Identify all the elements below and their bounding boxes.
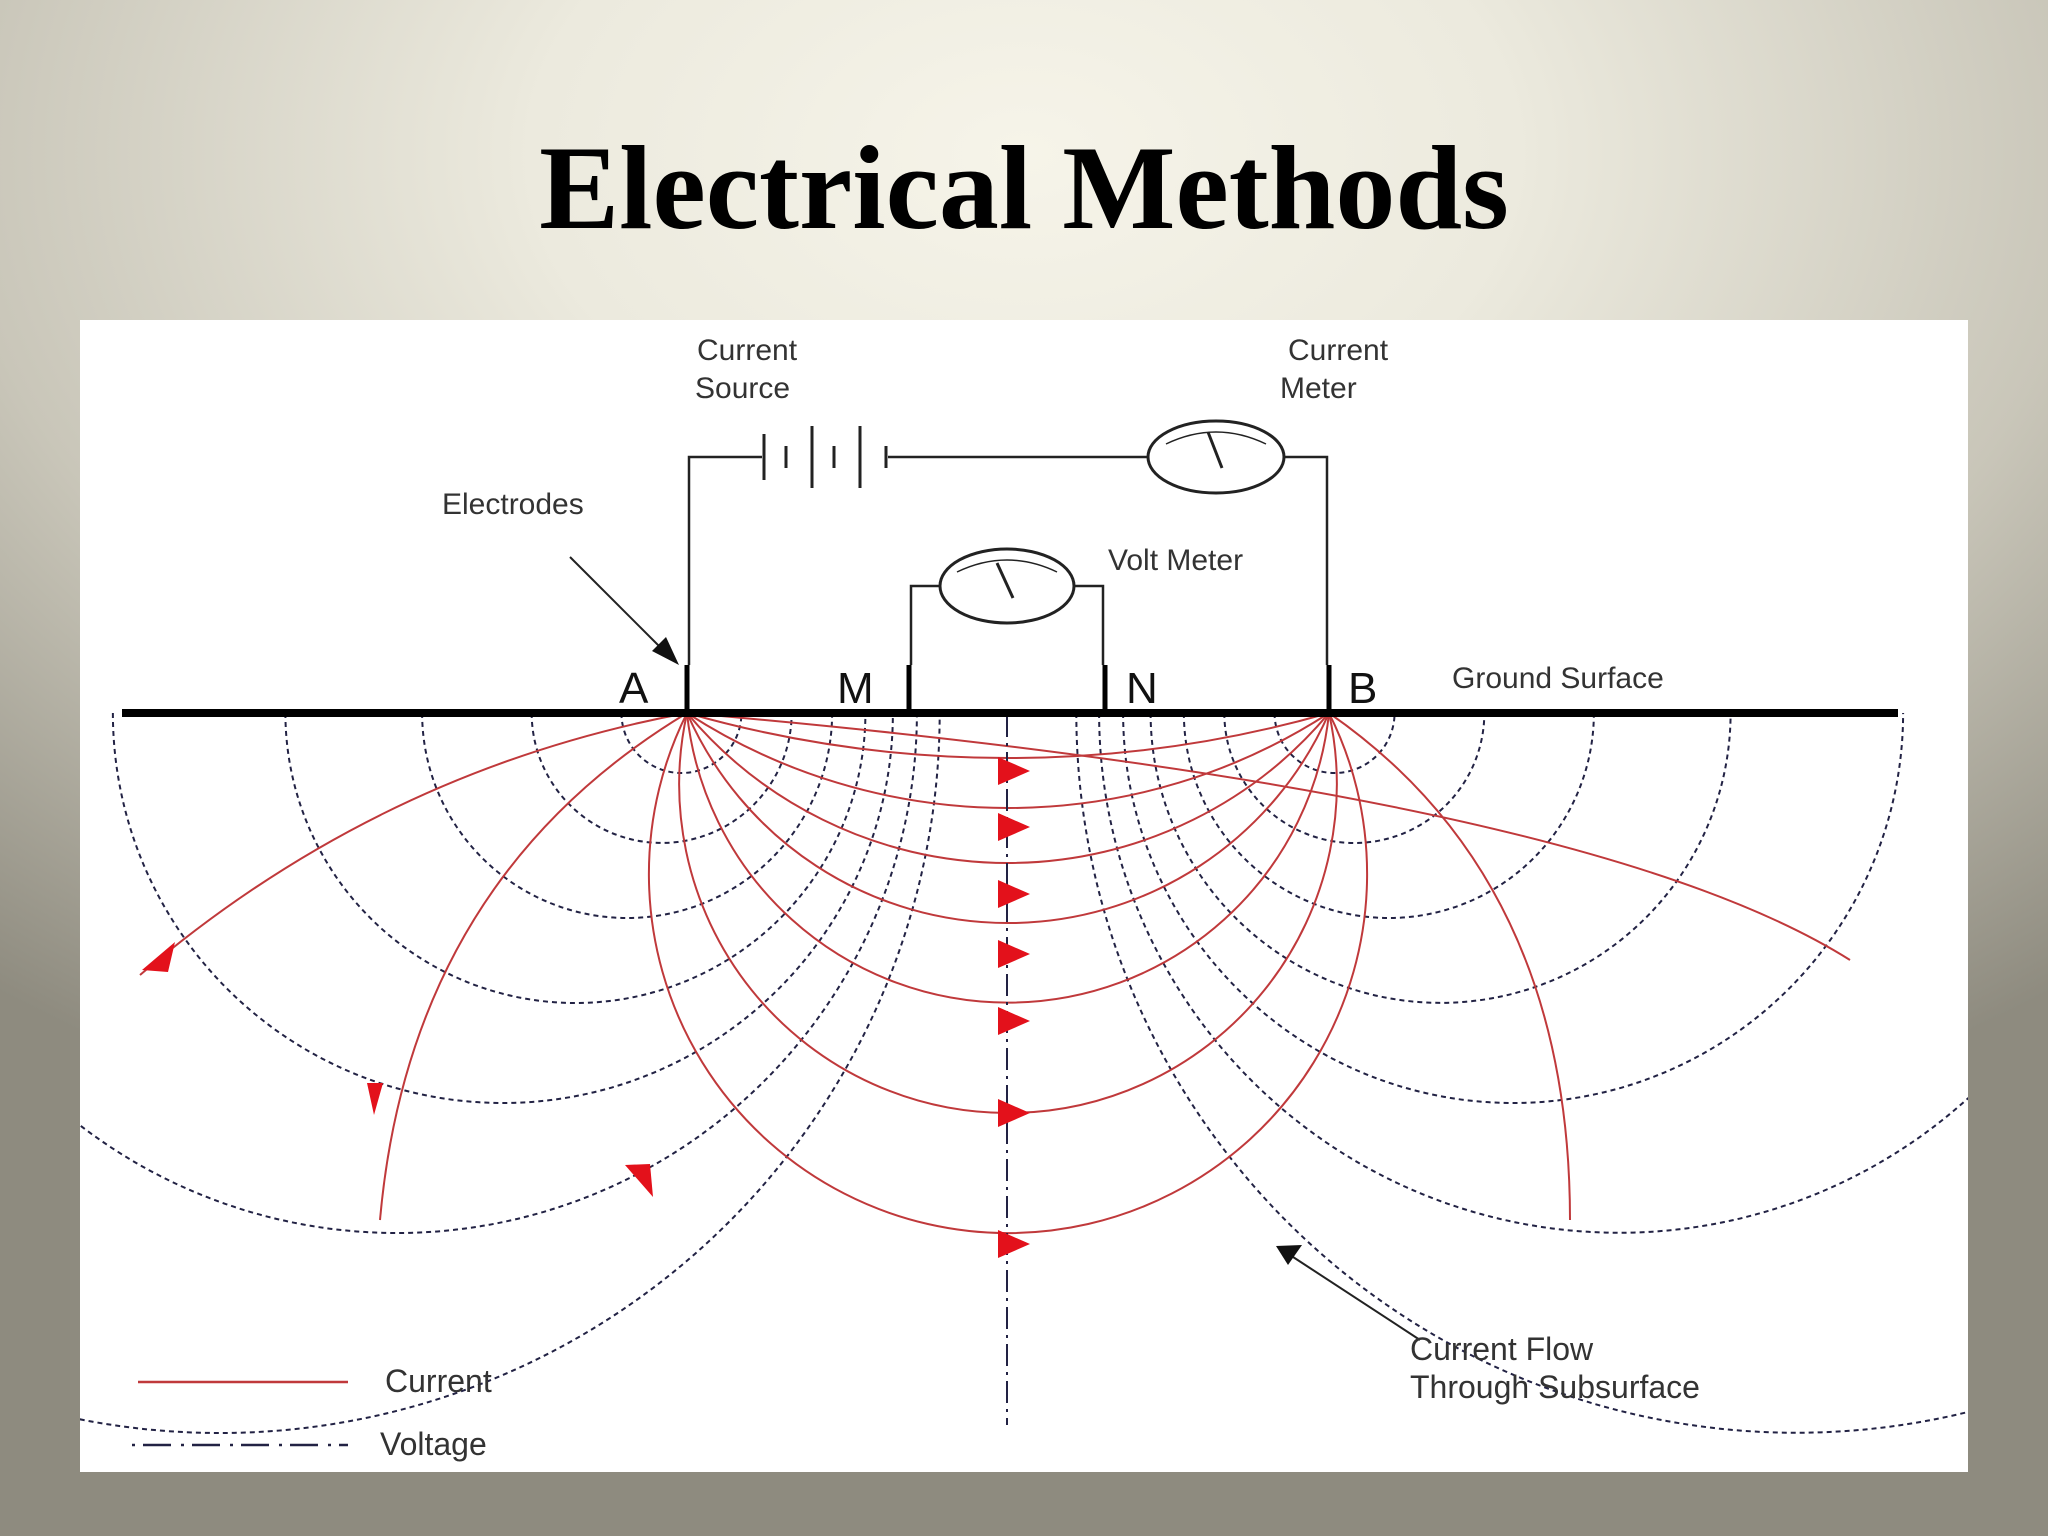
current-arrow-2 bbox=[998, 880, 1030, 908]
slide-title: Electrical Methods bbox=[539, 121, 1509, 254]
electrode-stakes bbox=[684, 665, 1332, 713]
current-circuit bbox=[687, 455, 1329, 665]
electrode-m-label: M bbox=[837, 664, 874, 713]
voltage-line-a-3 bbox=[284, 713, 867, 1004]
electrode-b-label: B bbox=[1348, 664, 1377, 713]
current-line-2 bbox=[686, 713, 1330, 864]
legend-current-label: Current bbox=[385, 1363, 492, 1399]
current-source-label: Current bbox=[697, 334, 798, 367]
electrodes-pointer bbox=[569, 556, 679, 665]
current-meter-label-line2: Meter bbox=[1280, 372, 1357, 405]
volt-meter-icon bbox=[938, 547, 1076, 625]
diagram-panel: Current Source Current Meter Electrodes … bbox=[80, 320, 1968, 1472]
current-ray-2 bbox=[686, 713, 1851, 961]
voltage-line-a-5 bbox=[80, 713, 918, 1234]
voltage-lines bbox=[80, 713, 1968, 1435]
current-arrowheads bbox=[142, 757, 1030, 1258]
current-arrow-5 bbox=[998, 1099, 1030, 1127]
current-meter-label: Current bbox=[1288, 334, 1389, 367]
current-arrow-6 bbox=[998, 1230, 1030, 1258]
current-flow-pointer bbox=[1276, 1245, 1421, 1341]
current-ray-arrow-2 bbox=[625, 1164, 653, 1197]
voltage-line-a-1 bbox=[530, 713, 793, 844]
current-ray-0 bbox=[139, 713, 688, 976]
legend-voltage-label: Voltage bbox=[380, 1426, 487, 1462]
voltage-line-b-2 bbox=[1182, 713, 1595, 919]
legend: Current Voltage bbox=[132, 1363, 492, 1462]
current-arrow-4 bbox=[998, 1007, 1030, 1035]
current-flow-label: Current Flow bbox=[1410, 1331, 1594, 1367]
ground-surface-label: Ground Surface bbox=[1452, 662, 1664, 695]
current-arrow-0 bbox=[998, 757, 1030, 785]
voltage-line-b-1 bbox=[1223, 713, 1486, 844]
current-source-label-line2: Source bbox=[695, 372, 790, 405]
current-flow-label-line2: Through Subsurface bbox=[1410, 1369, 1700, 1405]
electrode-a-label: A bbox=[619, 664, 649, 713]
voltage-line-b-0 bbox=[1273, 713, 1396, 774]
voltage-line-a-4 bbox=[111, 713, 894, 1104]
voltage-line-a-6 bbox=[80, 713, 941, 1434]
voltage-line-b-6 bbox=[1075, 713, 1968, 1435]
battery-icon bbox=[762, 426, 888, 488]
electrode-n-label: N bbox=[1126, 664, 1158, 713]
current-ray-arrow-0 bbox=[142, 942, 175, 972]
current-meter-icon bbox=[1146, 419, 1286, 495]
current-ray-arrow-1 bbox=[367, 1083, 383, 1115]
current-arrow-1 bbox=[998, 813, 1030, 841]
electrodes-label: Electrodes bbox=[442, 488, 584, 521]
electrical-survey-diagram: Current Source Current Meter Electrodes … bbox=[80, 334, 1968, 1462]
current-ray-1 bbox=[379, 713, 688, 1221]
voltage-line-b-3 bbox=[1149, 713, 1732, 1004]
current-line-6 bbox=[647, 713, 1369, 1234]
current-arrow-3 bbox=[998, 940, 1030, 968]
voltage-line-b-4 bbox=[1122, 713, 1905, 1104]
voltage-line-b-5 bbox=[1098, 713, 1968, 1234]
voltage-line-a-2 bbox=[421, 713, 834, 919]
voltage-line-a-0 bbox=[620, 713, 743, 774]
current-line-3 bbox=[686, 713, 1330, 924]
volt-meter-label: Volt Meter bbox=[1108, 544, 1243, 577]
voltage-circuit bbox=[909, 584, 1105, 665]
current-lines bbox=[139, 713, 1851, 1234]
current-ray-3 bbox=[1328, 713, 1571, 1221]
